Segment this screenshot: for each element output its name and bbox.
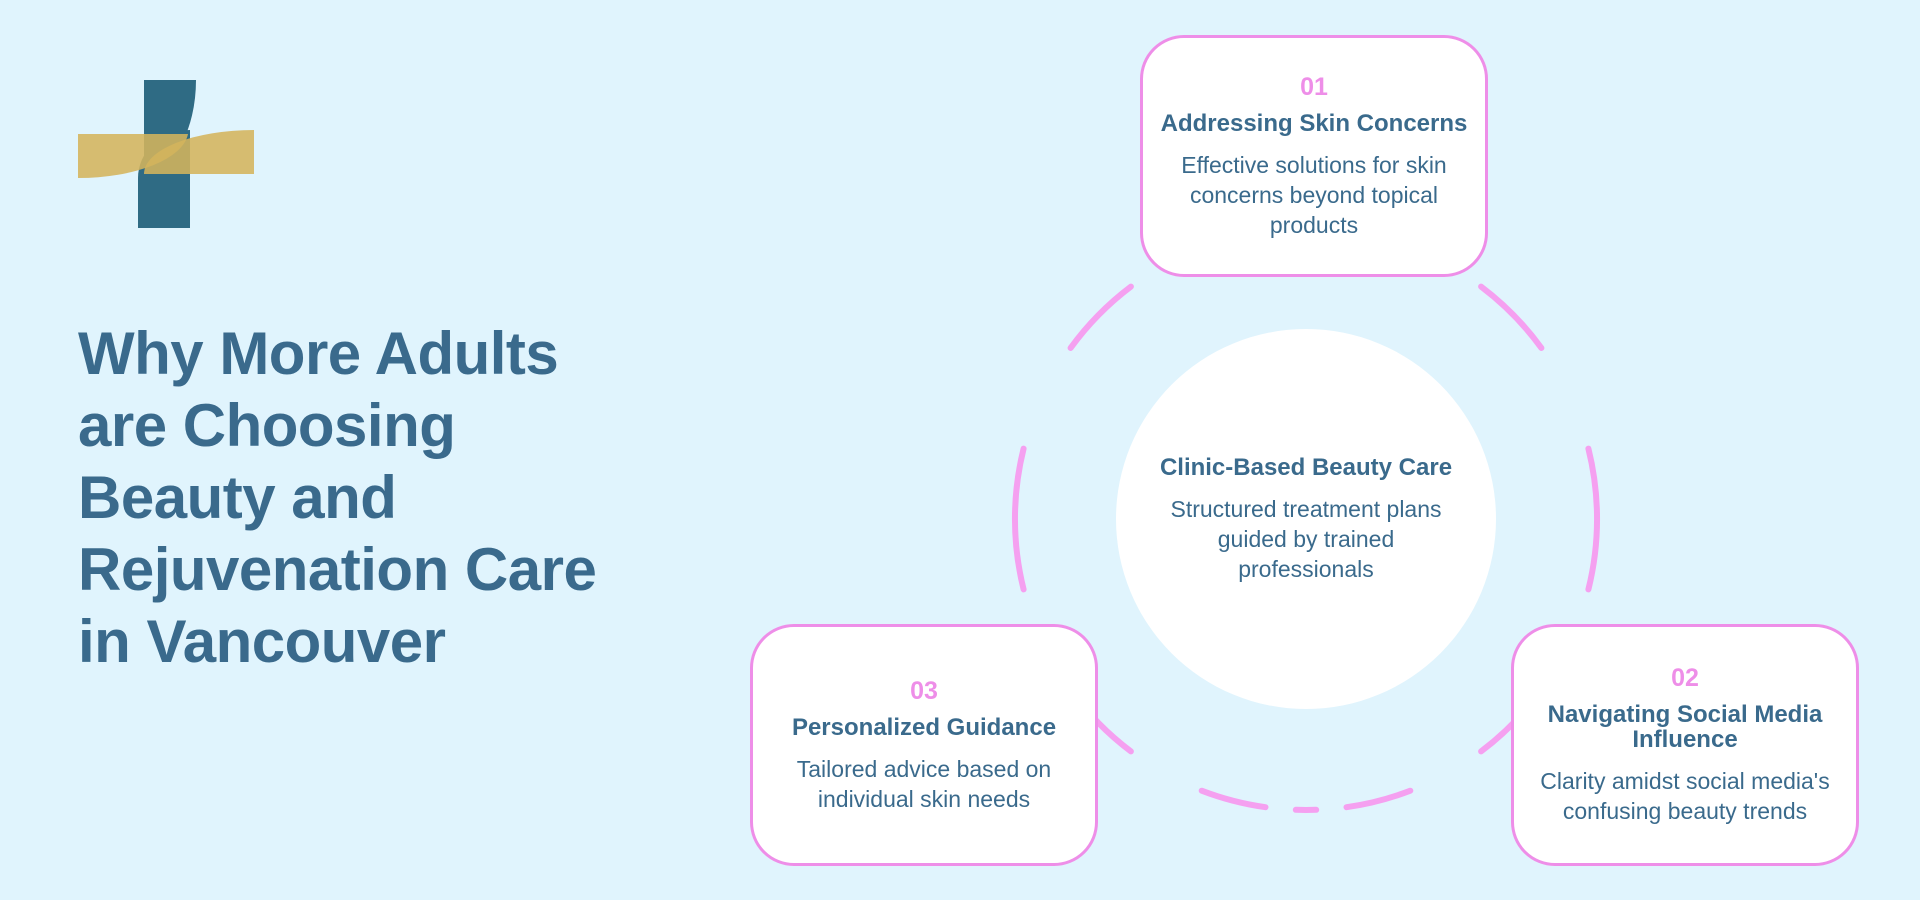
step-description: Effective solutions for skin concerns be… — [1181, 151, 1447, 238]
step-description: Clarity amidst social media's confusing … — [1540, 768, 1830, 824]
logo-right-bar — [144, 130, 254, 174]
hub-description: Structured treatment plans guided by tra… — [1170, 495, 1442, 582]
ring-dash — [1198, 787, 1269, 811]
step-title: Personalized Guidance — [791, 713, 1057, 741]
ring-dash — [1067, 283, 1134, 351]
step-card-03: 03 Personalized Guidance Tailored advice… — [750, 624, 1098, 866]
step-card-01: 01 Addressing Skin Concerns Effective so… — [1140, 35, 1488, 277]
step-number: 01 — [1300, 72, 1328, 101]
center-hub: Clinic-Based Beauty Care Structured trea… — [1116, 329, 1496, 709]
step-title: Navigating Social Media Influence — [1547, 701, 1823, 753]
step-description: Tailored advice based on individual skin… — [796, 755, 1052, 812]
step-card-02: 02 Navigating Social Media Influence Cla… — [1511, 624, 1859, 866]
title-line: Beauty and — [78, 464, 397, 531]
step-number: 02 — [1671, 664, 1699, 692]
ring-dash — [1585, 445, 1600, 593]
step-number: 03 — [910, 676, 938, 705]
ring-dash — [1478, 283, 1545, 351]
page-title: Why More Adults are Choosing Beauty and … — [78, 318, 678, 678]
medical-cross-logo-icon — [78, 80, 254, 228]
ring-dash — [1343, 787, 1414, 811]
logo-left-bar — [78, 134, 188, 179]
title-line: Why More Adults — [78, 320, 559, 387]
hub-title: Clinic-Based Beauty Care — [1159, 453, 1453, 481]
title-line: Rejuvenation Care — [78, 536, 597, 603]
title-line: are Choosing — [78, 392, 456, 459]
title-line: in Vancouver — [78, 608, 446, 675]
ring-dash — [1012, 445, 1027, 593]
step-title: Addressing Skin Concerns — [1160, 109, 1468, 137]
